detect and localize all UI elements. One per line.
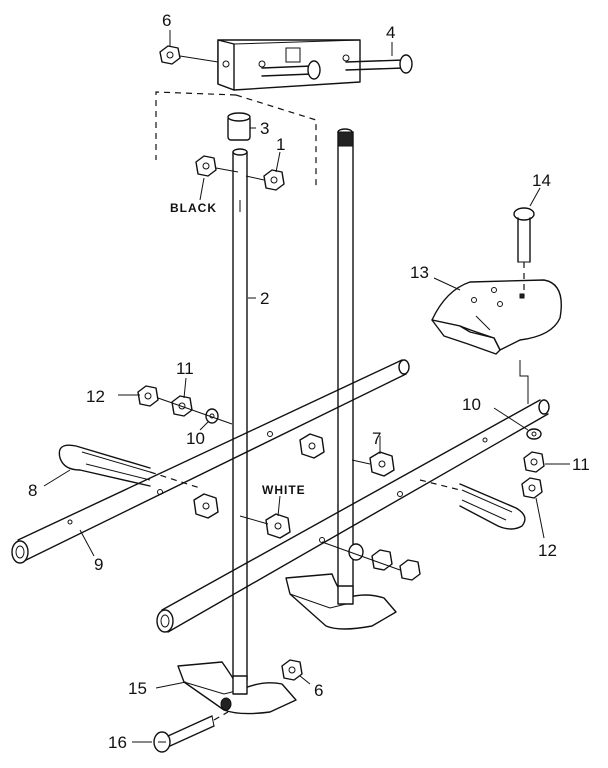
label-part-11-left: 11	[176, 359, 194, 378]
label-part-3: 3	[260, 119, 269, 138]
left-cross-bar	[11, 359, 410, 564]
tube-cap	[227, 112, 251, 141]
left-upright-tube	[232, 148, 248, 681]
seat-bolt	[513, 207, 535, 296]
foot-bolt	[153, 711, 229, 753]
assembly-guide-line-right	[235, 94, 317, 190]
label-part-16: 16	[108, 733, 127, 752]
nut-lower-left	[193, 493, 219, 519]
label-part-10-left: 10	[186, 429, 205, 448]
label-part-15: 15	[128, 679, 147, 698]
bolt-axis-white	[239, 515, 269, 525]
seat	[431, 279, 562, 355]
label-black: BLACK	[170, 201, 217, 215]
nut-white	[265, 513, 291, 539]
nut-11-right	[523, 451, 545, 473]
top-bracket	[217, 39, 361, 91]
label-part-7: 7	[372, 429, 381, 448]
label-part-6-top: 6	[162, 11, 171, 30]
top-nut	[159, 45, 219, 65]
right-cross-bar	[156, 399, 550, 633]
label-part-8: 9	[94, 555, 103, 574]
label-part-12-left: 12	[86, 387, 105, 406]
nut-12-left	[137, 385, 159, 407]
top-bolt-left	[261, 60, 321, 80]
seat-post	[519, 360, 529, 404]
label-part-12-right: 12	[538, 541, 557, 560]
label-part-6-bottom: 6	[314, 681, 323, 700]
right-upright-tube	[337, 128, 354, 601]
label-part-1: 1	[276, 135, 285, 154]
nut-7	[351, 451, 395, 477]
left-footrest-rod	[58, 444, 201, 489]
right-footrest-rod	[419, 479, 526, 530]
black-nut-left	[195, 155, 239, 177]
nut-mid-bar-left	[299, 433, 325, 459]
nut-12-right	[521, 477, 543, 499]
label-part-9: 8	[28, 481, 37, 500]
hardware-set-lower	[321, 541, 421, 581]
left-foot-base	[177, 661, 297, 715]
label-part-13: 13	[410, 263, 429, 282]
label-part-11-right: 11	[572, 455, 590, 474]
top-bolt-right	[345, 54, 413, 74]
assembly-guide-line	[155, 91, 237, 160]
label-part-14: 14	[532, 171, 551, 190]
hardware-axis-left	[157, 397, 233, 425]
label-part-2: 2	[260, 289, 269, 308]
black-nut-right	[245, 169, 285, 191]
washer-10-right	[526, 428, 542, 440]
label-part-4: 4	[386, 23, 395, 42]
label-part-10-right: 10	[462, 395, 481, 414]
right-foot-base	[285, 573, 397, 630]
foot-nut	[281, 659, 303, 681]
label-white: WHITE	[262, 483, 306, 497]
leader-lines	[43, 30, 570, 743]
